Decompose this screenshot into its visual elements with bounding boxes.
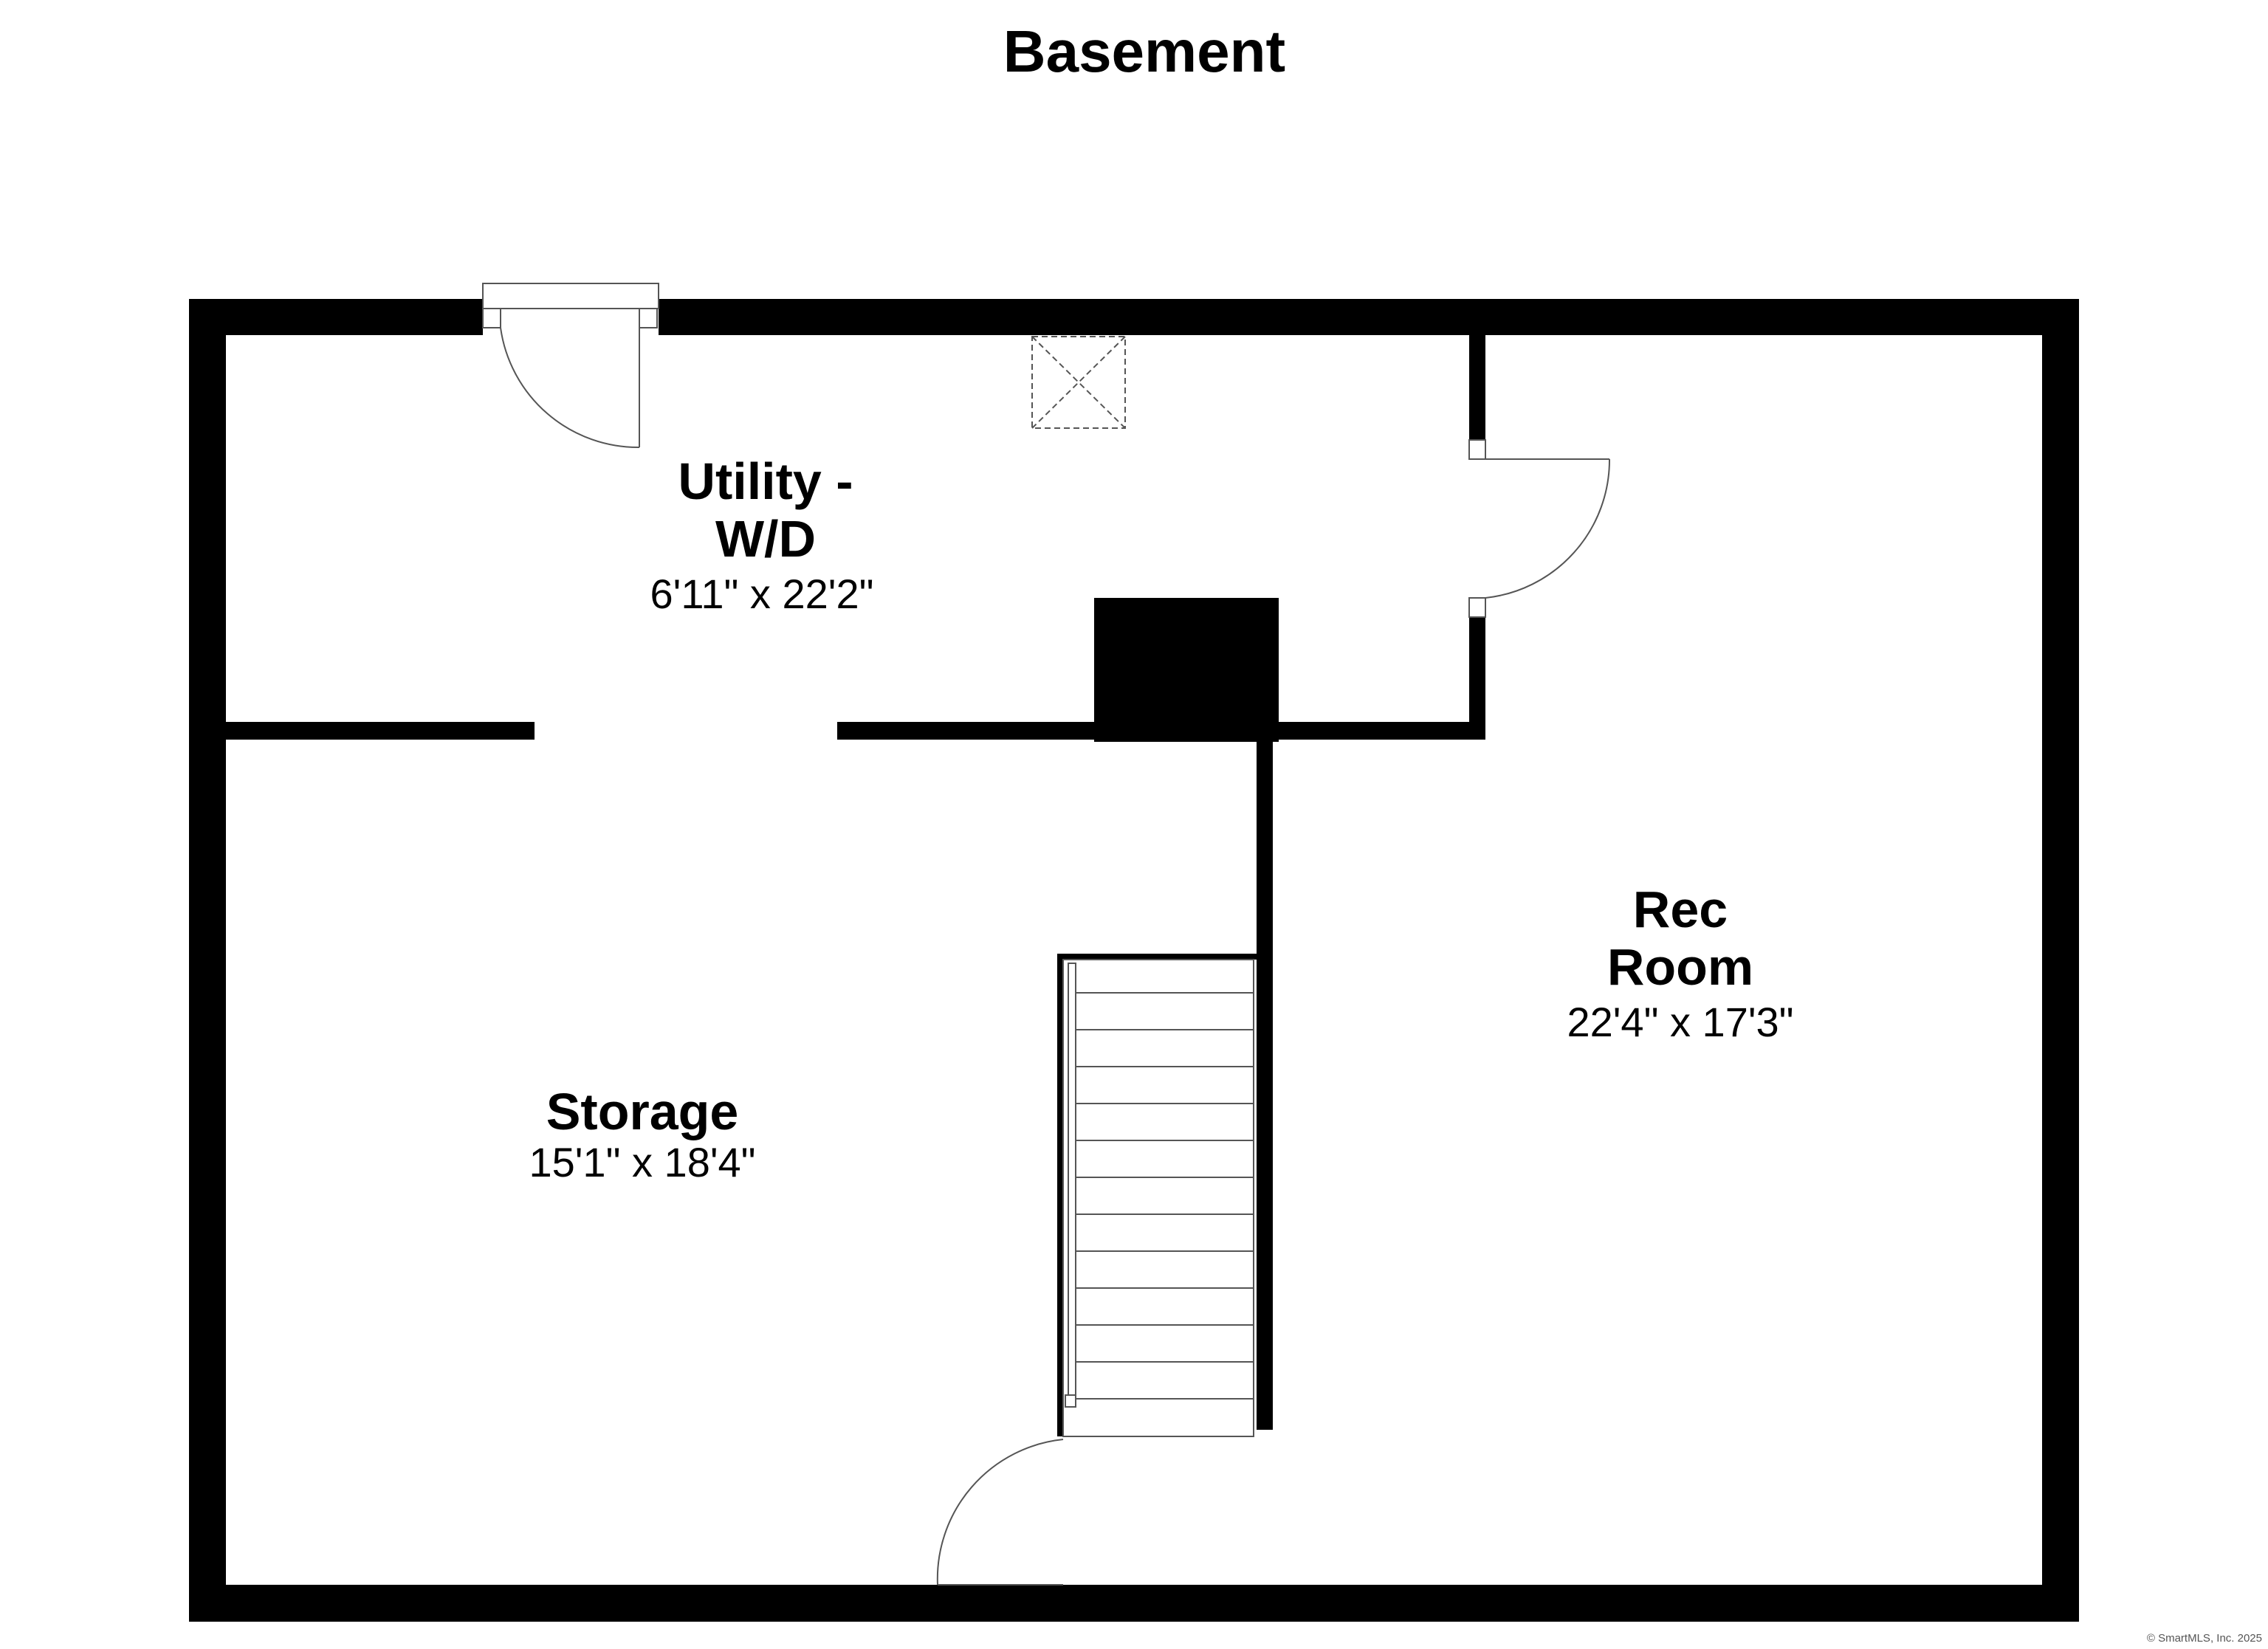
room-name: Room — [1607, 938, 1753, 996]
interior-walls — [226, 335, 1485, 1430]
door-jamb-lower — [1468, 597, 1486, 618]
room-name: Rec — [1633, 881, 1728, 938]
exterior-door — [482, 283, 659, 449]
door-swing-arc — [500, 327, 640, 449]
room-name: W/D — [715, 510, 816, 568]
wall-left — [189, 299, 226, 1622]
room-name: Storage — [546, 1083, 739, 1140]
room-rec-label: Rec Room 22'4" x 17'3" — [1567, 881, 1793, 1045]
floor-title: Basement — [1003, 18, 1285, 84]
room-dimensions: 15'1" x 18'4" — [529, 1139, 755, 1185]
vent-outline — [1031, 336, 1126, 429]
vent-fixture — [1031, 336, 1126, 429]
interior-door-rec — [1468, 439, 1611, 618]
room-dimensions: 6'11" x 22'2" — [650, 571, 874, 617]
vent-cross-a — [1031, 336, 1126, 429]
door-swing-arc — [936, 1439, 1064, 1586]
door-swing-arc — [1485, 458, 1611, 599]
door-threshold — [482, 283, 659, 309]
room-name: Utility - — [678, 452, 853, 510]
wall-utility-storage-left — [226, 722, 535, 740]
room-storage-label: Storage 15'1" x 18'4" — [529, 1083, 755, 1185]
door-jamb-left — [482, 308, 501, 328]
room-utility-label: Utility - W/D 6'11" x 22'2" — [650, 452, 874, 617]
stair-treads — [1076, 992, 1254, 1400]
staircase — [1057, 954, 1257, 1437]
exterior-walls — [189, 299, 2079, 1622]
stair-outline — [1062, 959, 1254, 1437]
stair-rail-post — [1065, 1394, 1076, 1408]
chimney-block — [1094, 598, 1279, 742]
room-dimensions: 22'4" x 17'3" — [1567, 999, 1793, 1045]
wall-utility-rec-lower — [1469, 617, 1485, 740]
vent-cross-b — [1031, 336, 1126, 429]
stair-rail — [1068, 963, 1076, 1405]
wall-right — [2042, 299, 2079, 1622]
stair-wall-left — [1057, 954, 1063, 1436]
wall-stair-right — [1257, 738, 1273, 1430]
copyright-notice: © SmartMLS, Inc. 2025 — [2147, 1632, 2262, 1645]
wall-utility-rec-upper — [1469, 335, 1485, 440]
door-jamb-upper — [1468, 439, 1486, 460]
wall-top-left — [189, 299, 483, 335]
stair-door — [936, 1439, 1064, 1586]
wall-top-right — [659, 299, 2079, 335]
stair-wall-top — [1057, 954, 1257, 960]
wall-bottom — [189, 1585, 2079, 1622]
door-jamb-right — [639, 308, 658, 328]
